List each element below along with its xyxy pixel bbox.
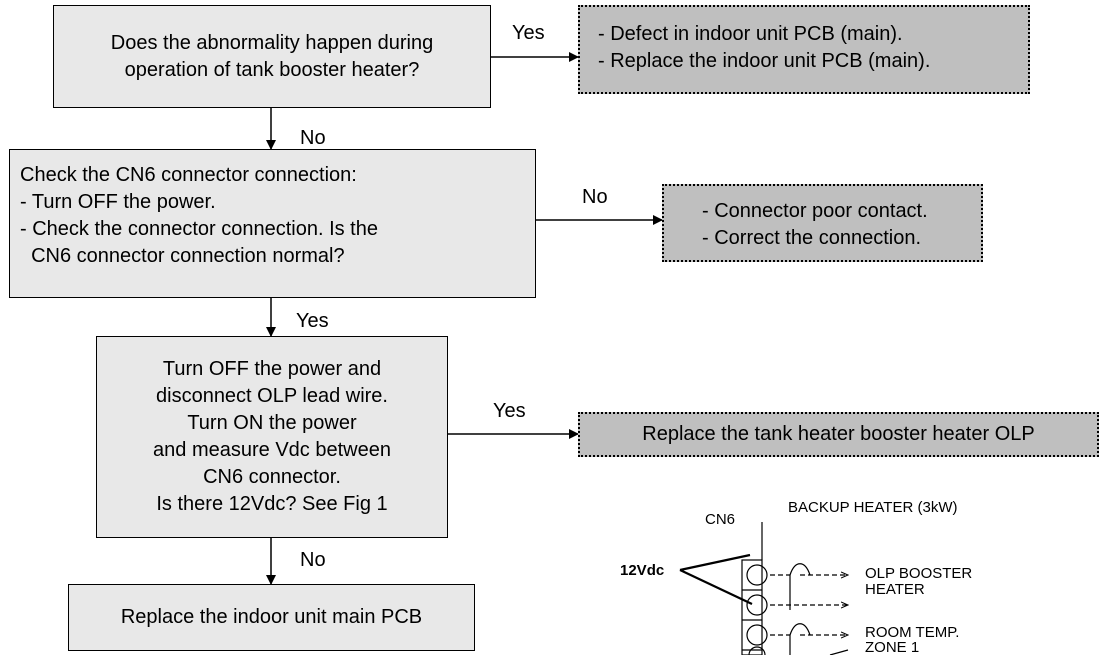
question-line: Turn OFF the power and xyxy=(162,358,382,380)
result-line: - Replace the indoor unit PCB (main). xyxy=(598,50,931,72)
fig-connector-label: CN6 xyxy=(705,511,736,528)
question-tank-booster-operation: Does the abnormality happen during opera… xyxy=(53,5,491,108)
question-line: Turn ON the power xyxy=(187,412,357,434)
question-measure-vdc: Turn OFF the power and disconnect OLP le… xyxy=(96,336,448,538)
question-line: Is there 12Vdc? See Fig 1 xyxy=(156,493,388,515)
fig-zone-label: ZONE 1 xyxy=(865,639,920,656)
question-line: Does the abnormality happen during xyxy=(110,31,434,54)
final-replace-main-pcb: Replace the indoor unit main PCB xyxy=(68,584,475,651)
final-line: Replace the indoor unit main PCB xyxy=(120,606,423,628)
question-line: and measure Vdc between xyxy=(153,439,391,461)
result-line: Replace the tank heater booster heater O… xyxy=(642,423,1035,445)
question-line: CN6 connector connection normal? xyxy=(20,245,345,267)
label-yes: Yes xyxy=(512,22,545,44)
fig-room-temp-label: ROOM TEMP. xyxy=(865,624,960,641)
question-line: - Turn OFF the power. xyxy=(20,191,216,213)
fig-voltage-label: 12Vdc xyxy=(620,562,665,579)
question-line: - Check the connector connection. Is the xyxy=(20,218,378,240)
question-line: operation of tank booster heater? xyxy=(124,58,420,81)
result-defect-pcb: - Defect in indoor unit PCB (main). - Re… xyxy=(578,5,1030,94)
question-line: Check the CN6 connector connection: xyxy=(20,164,357,186)
question-cn6-connection: Check the CN6 connector connection: - Tu… xyxy=(9,149,536,298)
result-line: - Correct the connection. xyxy=(702,227,921,249)
question-line: disconnect OLP lead wire. xyxy=(156,385,388,407)
fig-backup-heater-label: BACKUP HEATER (3kW) xyxy=(788,499,958,516)
result-line: - Connector poor contact. xyxy=(702,200,928,222)
label-yes: Yes xyxy=(296,310,329,332)
result-line: - Defect in indoor unit PCB (main). xyxy=(598,23,903,45)
label-no: No xyxy=(300,127,326,149)
label-yes: Yes xyxy=(493,400,526,422)
fig-olp-booster-label: OLP BOOSTER xyxy=(865,565,973,582)
cn6-connector-figure xyxy=(679,522,848,655)
result-poor-contact: - Connector poor contact. - Correct the … xyxy=(662,184,983,262)
fig-heater-label: HEATER xyxy=(865,581,925,598)
question-line: CN6 connector. xyxy=(203,466,341,488)
result-replace-olp: Replace the tank heater booster heater O… xyxy=(578,412,1099,457)
label-no: No xyxy=(300,549,326,571)
label-no: No xyxy=(582,186,608,208)
